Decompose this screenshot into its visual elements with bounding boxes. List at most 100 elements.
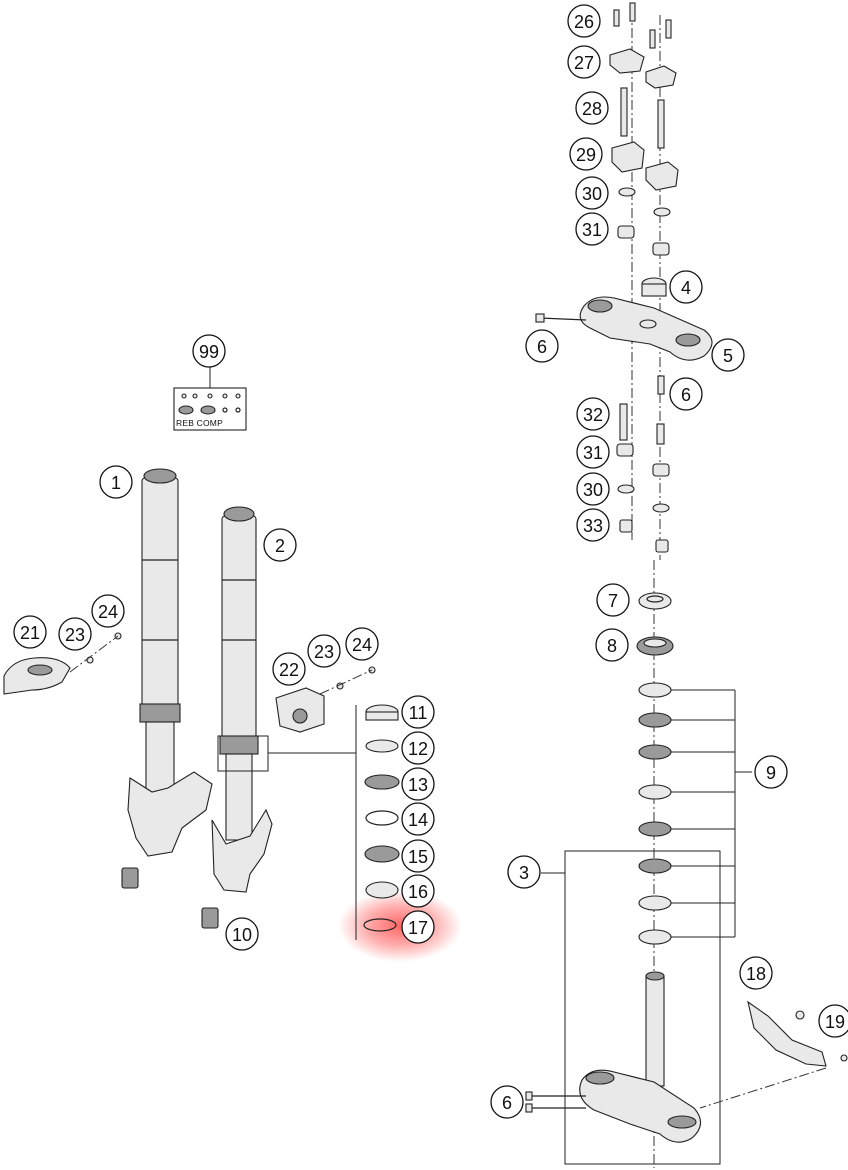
callout-18: 18: [739, 956, 773, 990]
callout-30: 30: [575, 176, 609, 210]
callout-circle: [575, 176, 609, 210]
clamp-bolt-6-lower: [657, 375, 665, 395]
callout-28: 28: [575, 91, 609, 125]
callout-number: 1: [111, 473, 121, 493]
callout-circle: [595, 628, 629, 662]
callout-circle: [225, 917, 259, 951]
callout-number: 32: [583, 405, 603, 425]
callout-9: 9: [754, 755, 788, 789]
callout-circle: [669, 270, 703, 304]
callout-33: 33: [576, 508, 610, 542]
callout-14: 14: [401, 802, 435, 836]
callout-circle: [818, 1004, 848, 1038]
callout-circle: [91, 594, 125, 628]
callout-circle: [576, 397, 610, 431]
callout-circle: [576, 435, 610, 469]
callout-number: 11: [409, 703, 428, 723]
callout-21: 21: [13, 615, 47, 649]
callout-23: 23: [307, 634, 341, 668]
callout-29: 29: [569, 137, 603, 171]
callout-number: 26: [574, 12, 594, 32]
callout-circle: [192, 334, 226, 368]
fork-leg-2: [201, 506, 273, 929]
callout-19: 19: [818, 1004, 848, 1038]
callout-24: 24: [345, 627, 379, 661]
callout-circle: [263, 528, 297, 562]
callout-12: 12: [401, 731, 435, 765]
callout-32: 32: [576, 397, 610, 431]
callout-5: 5: [711, 338, 745, 372]
top-nut-4: [641, 277, 667, 297]
bushings-31-lower: [616, 443, 670, 477]
bearing-set-9-leaders: [671, 689, 752, 938]
callout-number: 30: [582, 184, 602, 204]
callout-circle: [576, 472, 610, 506]
callout-23: 23: [58, 617, 92, 651]
callout-circle: [401, 839, 435, 873]
callout-number: 2: [275, 536, 285, 556]
callout-circle: [669, 377, 703, 411]
callout-circle: [567, 45, 601, 79]
bearing-set-9: [638, 682, 672, 945]
callout-number: 30: [583, 480, 603, 500]
callout-circle: [754, 755, 788, 789]
callout-circle: [575, 91, 609, 125]
callout-number: 23: [65, 625, 85, 645]
callout-11: 11: [401, 695, 435, 729]
callout-number: 28: [582, 99, 602, 119]
callout-17: 17: [401, 910, 435, 944]
callout-number: 31: [582, 220, 602, 240]
lower-clamp-group-box: [564, 850, 721, 1165]
callout-4: 4: [669, 270, 703, 304]
clamp-bolt-6-left: [535, 313, 587, 323]
washers-30-top: [618, 187, 671, 217]
callout-number: 27: [574, 53, 594, 73]
lower-clamp-bolts-6: [525, 1091, 586, 1113]
callout-circle: [401, 802, 435, 836]
bolts-26: [613, 2, 672, 49]
seal-7: [638, 592, 672, 610]
callout-circle: [401, 767, 435, 801]
callout-number: 17: [408, 918, 428, 938]
callout-circle: [711, 338, 745, 372]
callout-number: 22: [279, 660, 299, 680]
callout-6: 6: [525, 329, 559, 363]
callout-number: 7: [608, 591, 618, 611]
callout-circle: [13, 615, 47, 649]
callout-number: 6: [502, 1093, 512, 1113]
callout-circle: [345, 627, 379, 661]
small-parts-23-24-left: [69, 632, 122, 673]
callout-number: 12: [408, 739, 428, 759]
highlight-glow: [338, 890, 462, 962]
spacers-32: [619, 403, 665, 445]
callout-number: 29: [576, 145, 596, 165]
bracket-22: [275, 687, 325, 733]
callout-3: 3: [507, 855, 541, 889]
callout-circle: [490, 1085, 524, 1119]
callout-number: 18: [746, 964, 766, 984]
callout-circle: [525, 329, 559, 363]
callout-number: 9: [766, 763, 776, 783]
callout-circle: [567, 4, 601, 38]
callout-circle: [401, 910, 435, 944]
callout-circle: [307, 634, 341, 668]
callout-circle: [401, 874, 435, 908]
adjuster-cap-plate-99: [173, 367, 247, 431]
bolts-28: [620, 87, 665, 149]
callout-number: 14: [408, 810, 428, 830]
callout-number: 6: [537, 337, 547, 357]
callout-circle: [99, 465, 133, 499]
callout-circle: [401, 731, 435, 765]
bracket-21: [3, 657, 71, 695]
callout-number: 5: [723, 346, 733, 366]
callout-7: 7: [596, 583, 630, 617]
part-17-ring: [363, 918, 397, 932]
callout-number: 31: [583, 443, 603, 463]
clamps-27: [609, 48, 677, 89]
washers-30-lower: [617, 484, 670, 513]
callout-number: 4: [681, 278, 691, 298]
small-parts-23-24-right: [319, 666, 376, 695]
callout-26: 26: [567, 4, 601, 38]
